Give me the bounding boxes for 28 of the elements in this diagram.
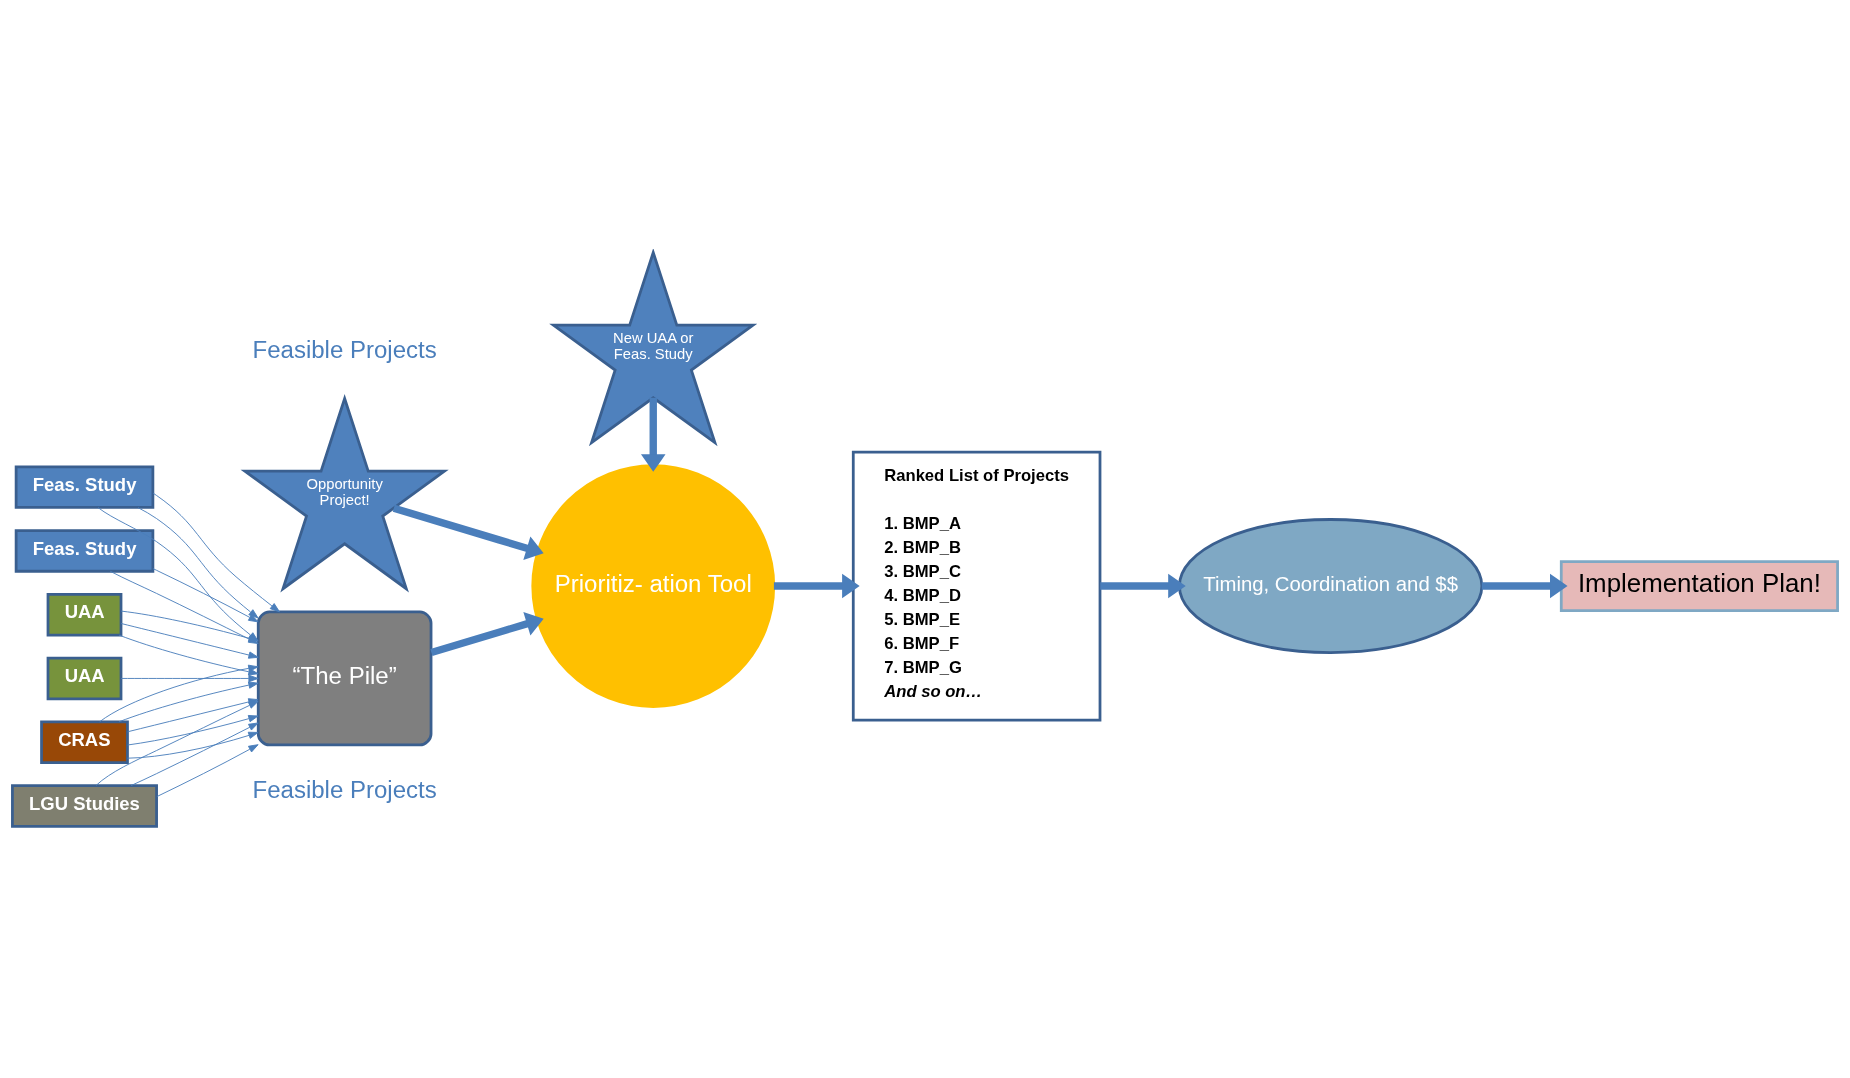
node-circle: Prioritiz- ation Tool [531,463,776,708]
arrow [137,506,259,618]
arrow [1481,573,1568,598]
arrow [156,743,259,797]
arrow [127,731,259,759]
arrow [152,567,259,622]
arrow [152,492,280,612]
node-box: UAA [46,592,123,636]
arrow [430,611,544,656]
node-box: Ranked List of Projects 1. BMP_A 2. BMP_B 3. BMP_C 4. BMP_D 5. BMP_E 6. BMP_F 7. BMP_G And so on… [851,450,1102,721]
arrow [120,674,259,682]
arrow [641,397,666,472]
arrow [1100,573,1186,598]
node-box: UAA [46,656,123,700]
node-box: LGU Studies [11,783,158,828]
label: Feasible Projects [252,775,437,803]
node-ellipse: Timing, Coordination and $$ [1178,517,1484,654]
label: Feasible Projects [252,335,437,363]
node-box: Feas. Study [14,464,155,509]
node-box: Implementation Plan! [1559,559,1839,612]
arrow [392,504,544,560]
arrow [130,722,259,786]
arrow [773,573,860,598]
arrow [95,700,259,786]
arrow [127,714,259,745]
node-box: Feas. Study [14,528,155,573]
node-box: CRAS [40,720,129,764]
node-box: “The Pile” [256,610,433,746]
